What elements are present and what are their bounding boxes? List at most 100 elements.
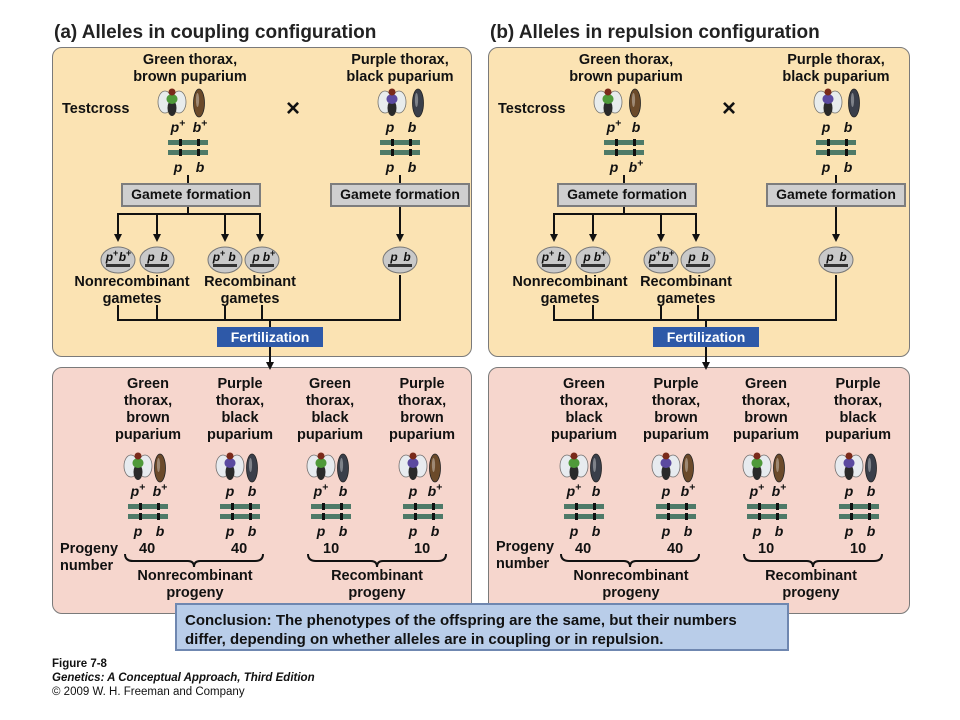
panel-a-nonrecomb-brace <box>124 553 264 568</box>
panel-a-parent2-puparium-shine <box>414 93 419 107</box>
panel-b-progeny-3-geno-bottom-allele-2: b <box>775 523 784 539</box>
panel-b-progeny-4-puparium-shine <box>867 458 872 472</box>
panel-b-progeny-2-geno-locus-p-2 <box>667 513 670 520</box>
panel-a-progeny-3-geno-top-allele-1: p+ <box>313 481 329 499</box>
panel-a-parent1-fly-thorax <box>166 94 178 104</box>
panel-b-parent1-puparium-shine <box>631 93 636 107</box>
panel-a-progeny-4-geno-locus-b-1 <box>432 503 435 510</box>
panel-a-parent1-geno-bottom-allele-2: b <box>196 159 205 175</box>
panel-b-parent2-geno-locus-b-2 <box>845 149 848 156</box>
panel-b-title: (b) Alleles in repulsion configuration <box>490 22 820 43</box>
panel-b-gamete-2-allele-1: p <box>582 250 590 264</box>
panel-b-progeny-4-geno-chromosome-2 <box>839 514 879 519</box>
panel-a-gamete-3-allele-1: p+ <box>212 248 226 264</box>
panel-b-progeny-4-number: 10 <box>850 541 867 557</box>
panel-b-parent1-geno-bottom-allele-1: p <box>609 159 619 175</box>
panel-b-progeny-4-geno-locus-p-1 <box>850 503 853 510</box>
panel-a-progeny-4-geno-top-allele-2: b+ <box>428 481 443 499</box>
panel-b-progeny-3-fly <box>742 452 772 480</box>
panel-b-parent2-geno-locus-p-1 <box>827 139 830 146</box>
panel-a-progeny-2-geno-top-allele-1: p <box>225 483 235 499</box>
panel-b-progeny-4-geno-locus-p-2 <box>850 513 853 520</box>
panel-b-progeny-3-fly-thorax <box>751 458 763 468</box>
panel-b-progeny-1-geno-locus-b-1 <box>593 503 596 510</box>
panel-b-progeny-1-geno-top-allele-1: p+ <box>566 481 582 499</box>
panel-b-gamete-2-allele-2: b+ <box>594 248 607 264</box>
panel-b-progeny-2-geno-chromosome-2 <box>656 514 696 519</box>
panel-a-progeny-2-fly-head <box>226 452 234 460</box>
panel-b-progeny-3-fly-abdomen <box>752 464 762 480</box>
panel-b-progeny-4-geno-locus-b-2 <box>868 513 871 520</box>
panel-a-parent1-geno-locus-b-1 <box>197 139 200 146</box>
panel-b-parent1-geno-chromosome-1 <box>604 140 644 145</box>
panel-b-parent1-fly <box>593 88 623 116</box>
panel-b-parent2-fly-abdomen <box>823 100 833 116</box>
panel-b-progeny-1-geno-bottom-allele-2: b <box>592 523 601 539</box>
panel-a-progeny-3-fly <box>306 452 336 480</box>
panel-a-parent1-fly-head <box>168 88 176 96</box>
panel-b-parent1-geno-bottom-allele-2: b+ <box>629 157 644 175</box>
panel-b-parent2-puparium <box>848 88 860 118</box>
panel-b-branch-bar <box>553 213 697 240</box>
panel-a-progeny-3-fly-abdomen <box>316 464 326 480</box>
panel-b-gamete-3-allele-2: b+ <box>662 248 675 264</box>
panel-b-testcross-label: Testcross <box>498 101 566 117</box>
panel-b-parent2-geno-bottom-allele-1: p <box>821 159 831 175</box>
panel-b-progeny-3-geno-locus-p-1 <box>758 503 761 510</box>
panel-a-gamete-p2 <box>382 246 418 274</box>
panel-b-progeny-3-puparium <box>773 453 785 483</box>
panel-a-progeny-3-geno-chromosome-1 <box>311 504 351 509</box>
panel-b-progeny-2-fly-abdomen <box>661 464 671 480</box>
panel-b-gamete-formation-right: Gamete formation <box>766 183 906 207</box>
panel-a-progeny-4-geno-bottom-allele-1: p <box>408 523 418 539</box>
panel-a-parent2-geno-locus-p-1 <box>391 139 394 146</box>
panel-a-gamete-p2-allele-1: p <box>389 250 397 264</box>
panel-b-progeny-1-geno-top-allele-2: b <box>592 483 601 499</box>
panel-b-parent2-fly-thorax <box>822 94 834 104</box>
panel-a-progeny-2-fly <box>215 452 245 480</box>
panel-b-progeny-3-geno-locus-b-2 <box>776 513 779 520</box>
panel-a-gamete-p2-allele-2: b <box>403 250 410 264</box>
panel-b-progeny-1-geno-locus-b-2 <box>593 513 596 520</box>
panel-b-gamete-3-chromosome <box>649 264 673 267</box>
panel-a-parent2-geno-top-allele-2: b <box>408 119 417 135</box>
panel-a-parent2-puparium <box>412 88 424 118</box>
panel-b-progeny-2-geno-top-allele-2: b+ <box>681 481 696 499</box>
conclusion-line-2: differ, depending on whether alleles are… <box>185 631 664 648</box>
panel-a-parent1-puparium <box>193 88 205 118</box>
panel-a-progeny-4-geno-locus-p-2 <box>414 513 417 520</box>
panel-a-parent2-geno-top-allele-1: p <box>385 119 395 135</box>
panel-b-gamete-4-allele-1: p <box>687 250 695 264</box>
panel-a-progeny-3-geno-bottom-allele-2: b <box>339 523 348 539</box>
panel-a-parent2-geno-chromosome-2 <box>380 150 420 155</box>
panel-a-progeny-2-puparium-shine <box>248 458 253 472</box>
panel-a-fertilization-label: Fertilization <box>217 327 323 347</box>
panel-b-gamete-p2-chromosome <box>824 264 848 267</box>
panel-a-gamete-2 <box>139 246 175 274</box>
panel-a-progeny-2-geno-locus-p-2 <box>231 513 234 520</box>
panel-b-bottom <box>488 367 910 614</box>
panel-a-progeny-1-puparium <box>154 453 166 483</box>
panel-a-progeny-1-geno-locus-p-1 <box>139 503 142 510</box>
panel-b-parent2-geno-top-allele-1: p <box>821 119 831 135</box>
panel-b-parent2-geno-locus-b-1 <box>845 139 848 146</box>
panel-b-parent2-geno-chromosome-1 <box>816 140 856 145</box>
panel-b-parent1-geno-locus-b-2 <box>633 149 636 156</box>
panel-a-progeny-2-geno-bottom-allele-1: p <box>225 523 235 539</box>
panel-a-progeny-4-geno-bottom-allele-2: b <box>431 523 440 539</box>
panel-a-progeny-2-geno-locus-p-1 <box>231 503 234 510</box>
panel-a-progeny-1-number: 40 <box>139 541 156 557</box>
panel-b-progeny-1-fly-abdomen <box>569 464 579 480</box>
panel-a-parent2-label: Purple thorax,black puparium <box>346 52 454 85</box>
panel-a-progeny-3-number: 10 <box>323 541 340 557</box>
panel-b-gamete-1-allele-1: p+ <box>541 248 555 264</box>
panel-b-progeny-1-geno-locus-p-2 <box>575 513 578 520</box>
panel-a-gamete-p2-chromosome <box>388 264 412 267</box>
panel-a-progeny-2-geno-top-allele-2: b <box>248 483 257 499</box>
panel-a-progeny-4-geno-chromosome-1 <box>403 504 443 509</box>
